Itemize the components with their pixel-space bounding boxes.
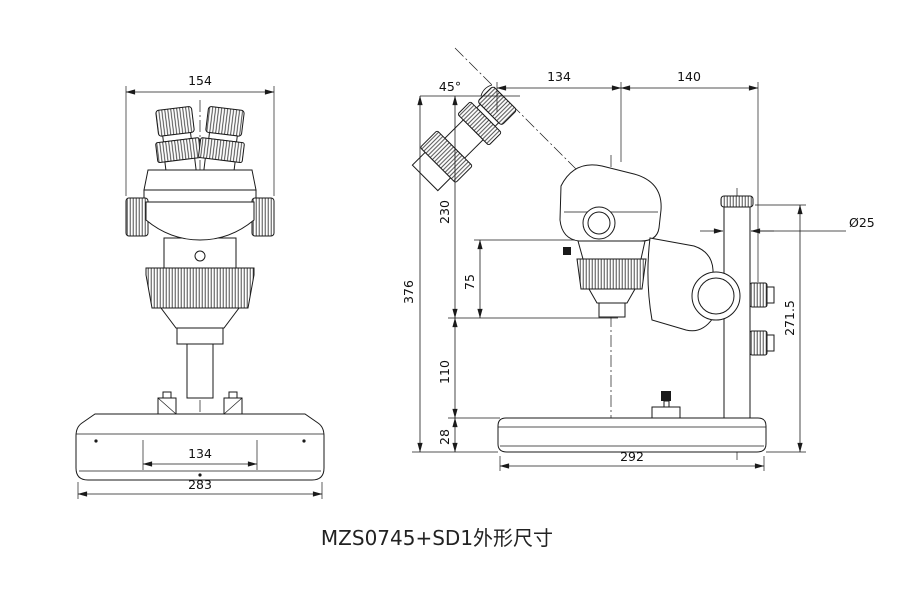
head-flange [143, 189, 257, 203]
head-body [145, 201, 255, 241]
dim-stage-to-base: 110 [437, 360, 452, 384]
dim-column-height: 271.5 [782, 300, 797, 336]
focus-block [176, 327, 224, 345]
focus-knob-right [251, 197, 275, 237]
stage-clip-left [157, 391, 177, 415]
base-front [75, 413, 325, 481]
lock-screw [194, 250, 206, 262]
objective [598, 302, 626, 318]
stage-clip-side [651, 391, 681, 419]
zoom-drum-side [576, 258, 647, 290]
dim-side-head-reach: 134 [547, 69, 571, 84]
side-microscope-outline [411, 86, 775, 453]
dim-base-depth: 292 [620, 449, 644, 464]
dim-front-head-width: 154 [188, 73, 212, 88]
dim-base-height: 28 [437, 429, 452, 445]
body-collar-side [577, 240, 646, 260]
index-mark [563, 247, 571, 255]
dim-column-diameter: Ø25 [849, 215, 875, 230]
eyepiece-axis-line [454, 47, 593, 186]
body-taper-side [588, 288, 636, 304]
caption: MZS0745+SD1外形尺寸 [321, 526, 553, 550]
pole [186, 343, 214, 399]
focus-knob-left [125, 197, 149, 237]
eyepiece-left [155, 106, 202, 179]
front-dimensions: 154 134 283 [77, 73, 323, 499]
column-focus-knob-inner [697, 277, 735, 315]
stage-clip-right [223, 391, 243, 415]
zoom-drum [145, 267, 255, 309]
dim-eyepiece-angle: 45° [439, 79, 461, 94]
dim-side-arm-reach: 140 [677, 69, 701, 84]
base-side [497, 417, 767, 453]
dim-front-base-width: 283 [188, 477, 212, 492]
dim-body-to-stage: 75 [462, 274, 477, 290]
zoom-knob-inner [587, 211, 611, 235]
dim-total-height: 376 [401, 280, 416, 304]
head-top [143, 169, 257, 191]
dim-eyepiece-to-stage: 230 [437, 200, 452, 224]
side-dimensions: 134 140 45° 376 230 110 28 [401, 69, 875, 471]
tension-knob-upper [749, 282, 775, 308]
dim-front-stage-width: 134 [188, 446, 212, 461]
eyepiece-right [198, 106, 245, 179]
front-microscope-outline [75, 106, 325, 481]
eyepiece-angled [411, 86, 517, 192]
tension-knob-lower [749, 330, 775, 356]
body-taper [160, 307, 240, 329]
side-view: 134 140 45° 376 230 110 28 [401, 47, 875, 471]
front-view: 154 134 283 [75, 73, 325, 499]
column-cap [720, 195, 754, 208]
